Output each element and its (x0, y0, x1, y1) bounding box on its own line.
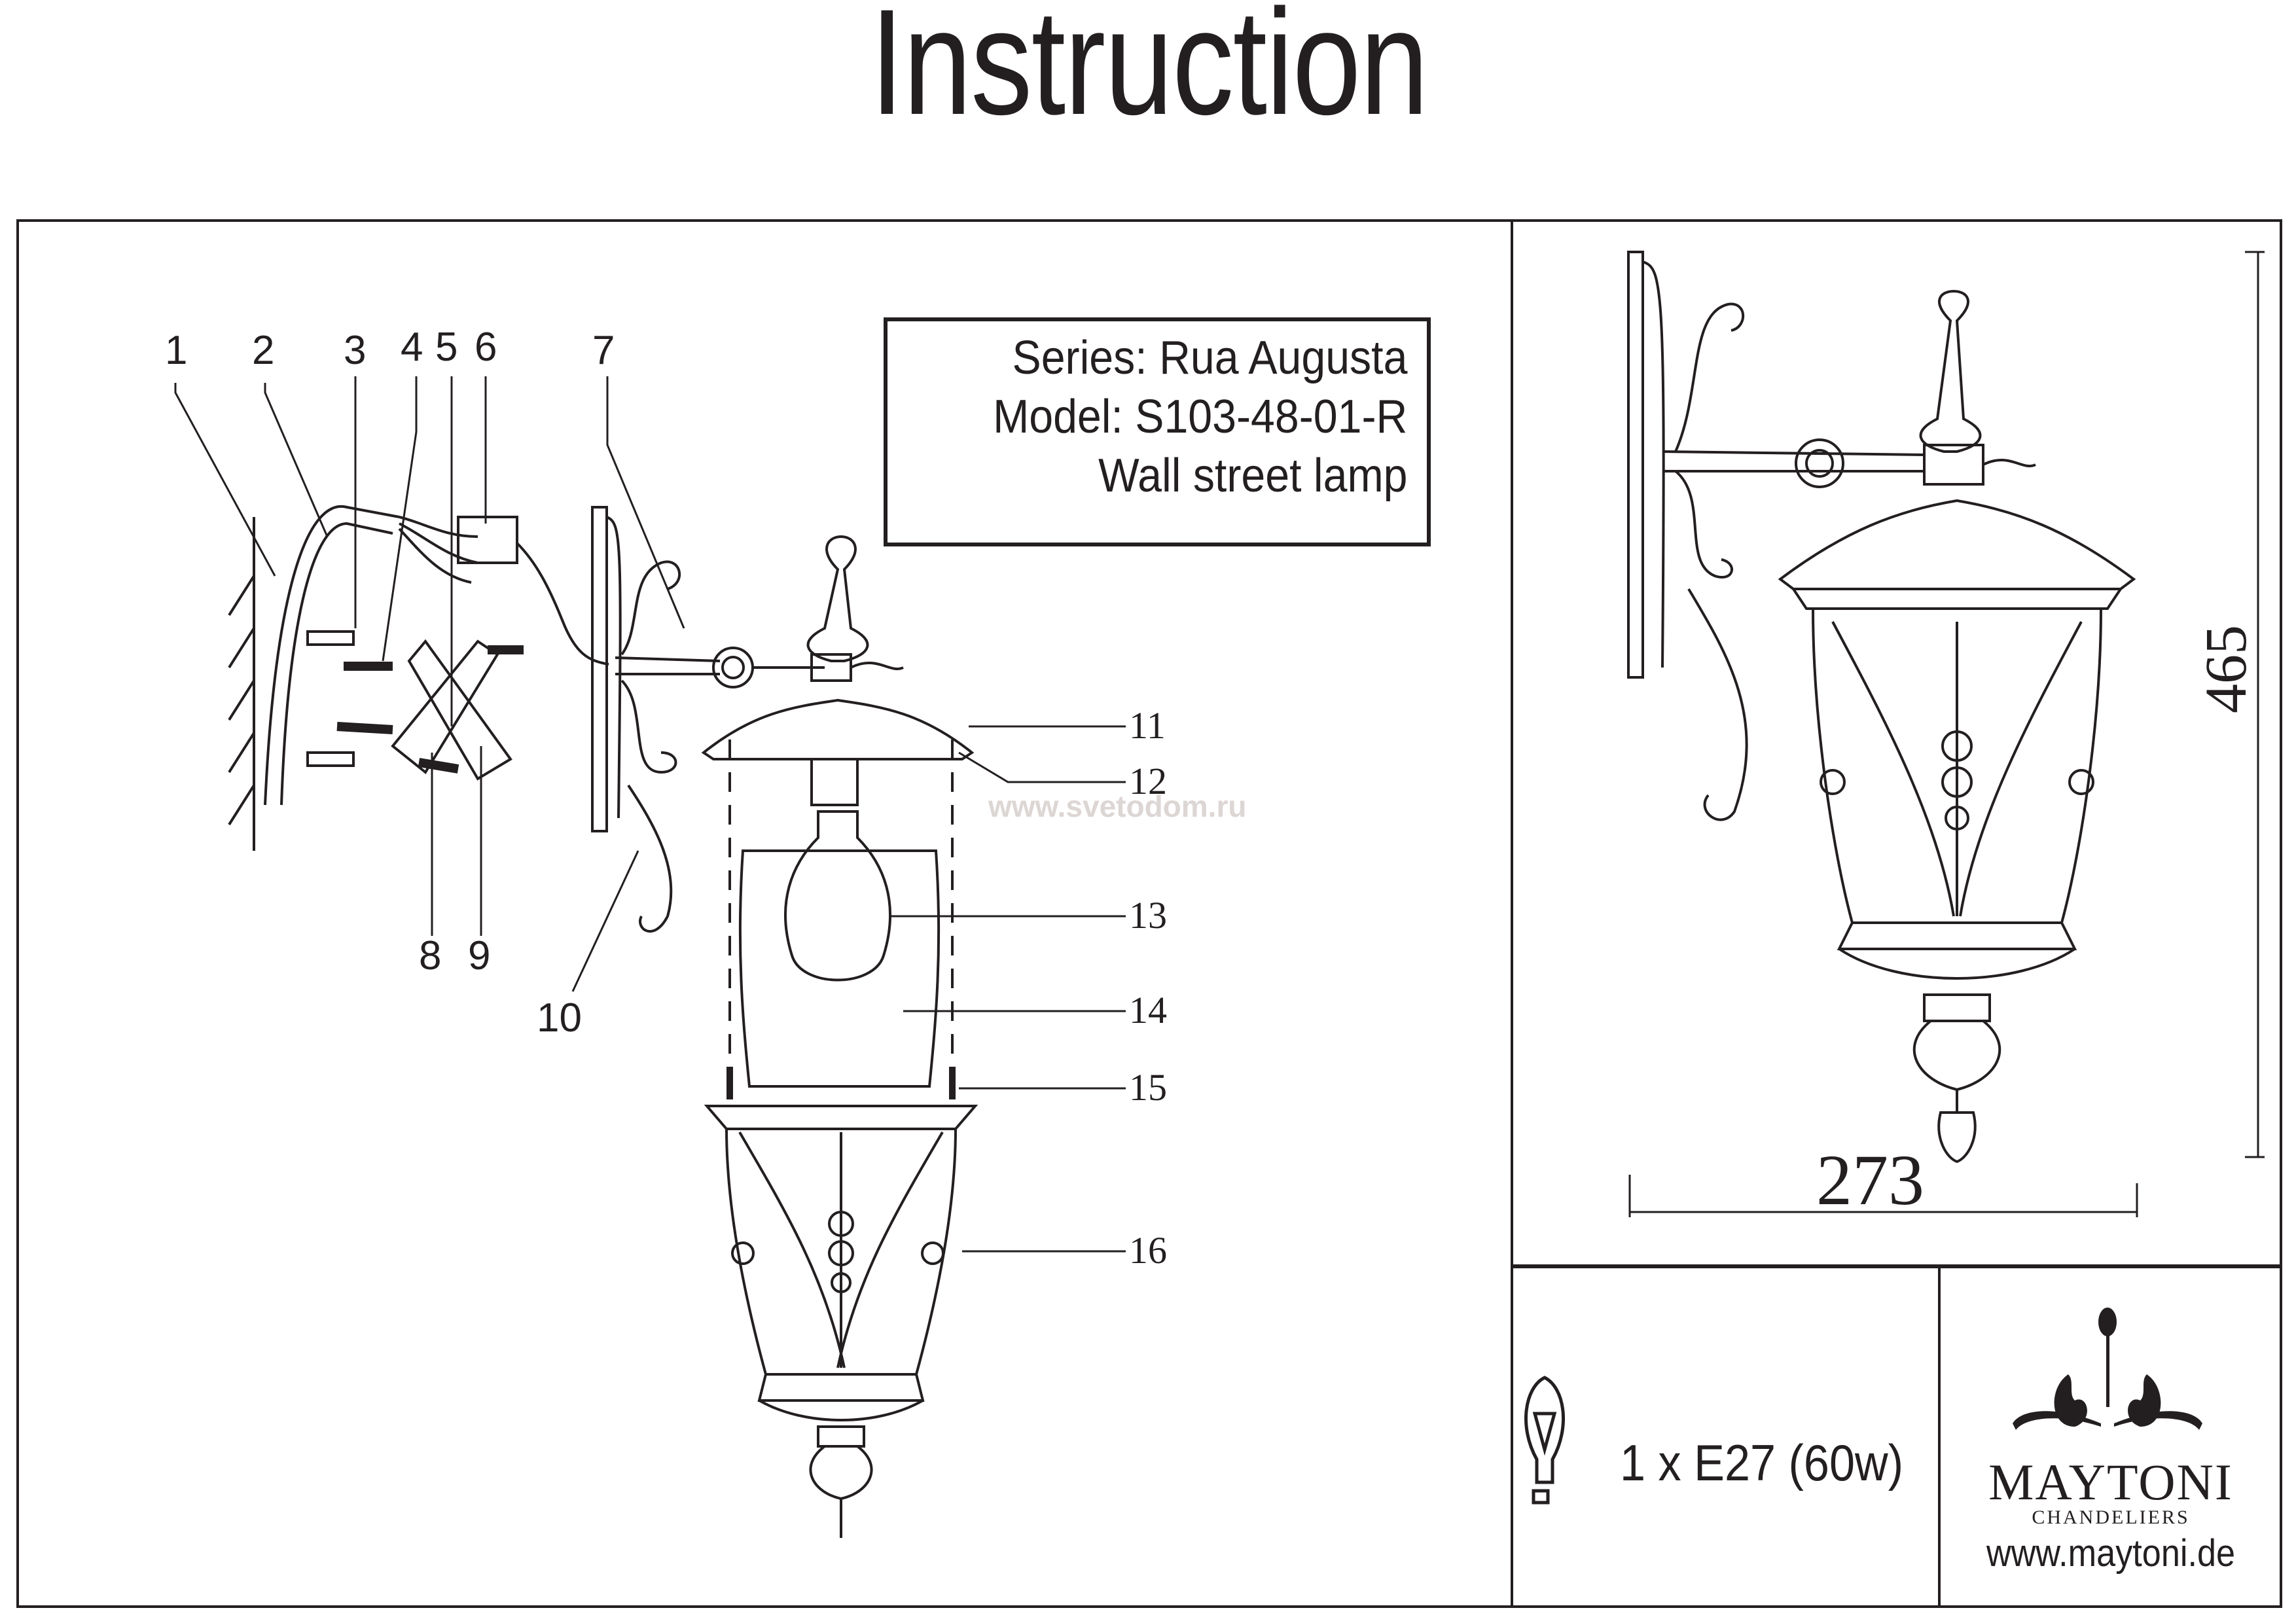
brand-url[interactable]: www.maytoni.de (1986, 1532, 2236, 1575)
panel-divider-horizontal (1512, 1264, 2282, 1268)
dimension-width: 273 (1816, 1140, 1924, 1220)
supply-cable (264, 505, 400, 806)
series-label: Series: Rua Augusta (1012, 332, 1407, 384)
chandelier-logo-icon (2013, 1308, 2202, 1430)
callout-11: 11 (1129, 704, 1166, 747)
callout-2: 2 (252, 328, 275, 373)
lamp-finial (806, 535, 869, 662)
callout-leaders (174, 376, 1126, 1253)
callout-1: 1 (165, 328, 188, 373)
glass-shade (738, 849, 941, 1088)
callout-14: 14 (1129, 989, 1167, 1031)
panel-divider-vertical (1511, 219, 1513, 1608)
mounting-bracket (391, 639, 512, 781)
model-label: Model: S103-48-01-R (992, 391, 1407, 443)
outer-frame (16, 219, 2282, 1608)
wall-icon (228, 517, 255, 851)
terminal-block (457, 516, 518, 564)
elevation-drawing (1627, 251, 2136, 1164)
product-info-box: Series: Rua Augusta Model: S103-48-01-R … (884, 317, 1431, 546)
callout-4: 4 (401, 325, 423, 370)
callout-3: 3 (344, 328, 367, 373)
lamp-roof (701, 698, 975, 760)
type-label: Wall street lamp (1098, 450, 1407, 502)
callout-6: 6 (475, 325, 497, 370)
callout-10: 10 (537, 995, 582, 1041)
watermark: www.svetodom.ru (988, 789, 1247, 823)
screw-icon (336, 645, 524, 774)
light-bulb (784, 810, 891, 982)
callout-13: 13 (1129, 894, 1167, 936)
lantern-body (704, 1105, 978, 1376)
callout-8: 8 (419, 933, 442, 978)
bulb-spec: 1 x E27 (60w) (1620, 1434, 1904, 1491)
dimension-height: 465 (2194, 625, 2259, 713)
page-title: Instruction (870, 0, 1429, 146)
backplate (591, 506, 608, 832)
panel-divider-bottom (1938, 1266, 1941, 1608)
light-bulb-icon (1524, 1376, 1565, 1505)
callout-5: 5 (435, 325, 458, 370)
callout-12: 12 (1129, 760, 1167, 802)
dimension-lines (1628, 251, 2265, 1217)
lamp-arm (615, 560, 721, 933)
callout-15: 15 (1129, 1066, 1167, 1109)
brand-tagline: CHANDELIERS (2032, 1507, 2190, 1528)
callout-7: 7 (592, 328, 615, 373)
wall-plug-icon (306, 630, 355, 767)
callout-16: 16 (1129, 1229, 1167, 1272)
brand-name: MAYTONI (1988, 1454, 2233, 1510)
callout-9: 9 (468, 933, 491, 978)
